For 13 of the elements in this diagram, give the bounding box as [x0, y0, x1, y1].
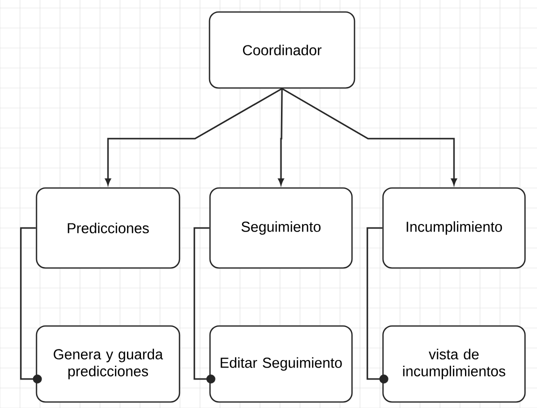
process-box: Genera y guarda predicciones — [36, 325, 180, 403]
connector — [194, 227, 216, 384]
connector — [105, 88, 282, 186]
connector — [278, 88, 284, 186]
process-box: Predicciones — [36, 187, 180, 269]
connector — [366, 227, 388, 384]
process-box: Incumplimiento — [382, 187, 526, 269]
process-box: vista de incumplimientos — [382, 325, 526, 403]
process-box: Coordinador — [208, 11, 356, 89]
connector — [20, 227, 42, 384]
process-box: Editar Seguimiento — [209, 325, 353, 403]
process-box: Seguimiento — [209, 187, 353, 269]
connector — [282, 88, 457, 186]
